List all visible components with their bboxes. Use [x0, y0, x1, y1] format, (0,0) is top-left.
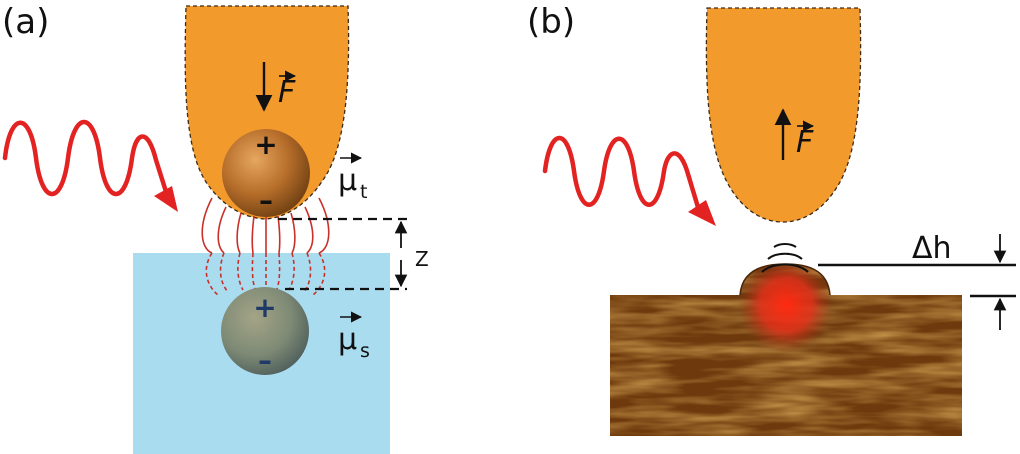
- force-label-b: F: [796, 125, 814, 160]
- incident-wave-b-arrowhead-icon: [688, 200, 716, 226]
- incident-wave-b-icon: [542, 135, 703, 217]
- tip-dipole-subscript: t: [360, 181, 367, 203]
- incident-wave-arrowhead-icon: [154, 186, 178, 212]
- near-field-lines: [201, 197, 330, 296]
- sample-plus-sign: +: [253, 291, 276, 324]
- incident-wave-icon: [2, 120, 171, 201]
- tip-dipole-sphere: [222, 129, 310, 217]
- panel-a-label: (a): [2, 2, 49, 42]
- gap-label: Z: [415, 247, 429, 271]
- panel-b-label: (b): [527, 2, 575, 42]
- sample-surface: [610, 264, 962, 436]
- thermal-hotspot: [738, 264, 834, 353]
- force-label-a: F: [278, 75, 296, 110]
- panel-a: (a): [2, 2, 429, 454]
- panel-b: (b) F Δh: [527, 2, 1016, 436]
- sample-dipole-label: μ: [338, 322, 357, 357]
- sample-minus-sign: –: [258, 344, 272, 377]
- height-label: Δh: [912, 231, 952, 266]
- tip-dipole-label: μ: [338, 163, 357, 198]
- tip-minus-sign: –: [259, 184, 273, 217]
- tip-plus-sign: +: [254, 128, 277, 161]
- expansion-arcs-icon: [761, 243, 809, 273]
- sample-dipole-subscript: s: [360, 340, 370, 362]
- sample-dipole-sphere: [221, 287, 309, 375]
